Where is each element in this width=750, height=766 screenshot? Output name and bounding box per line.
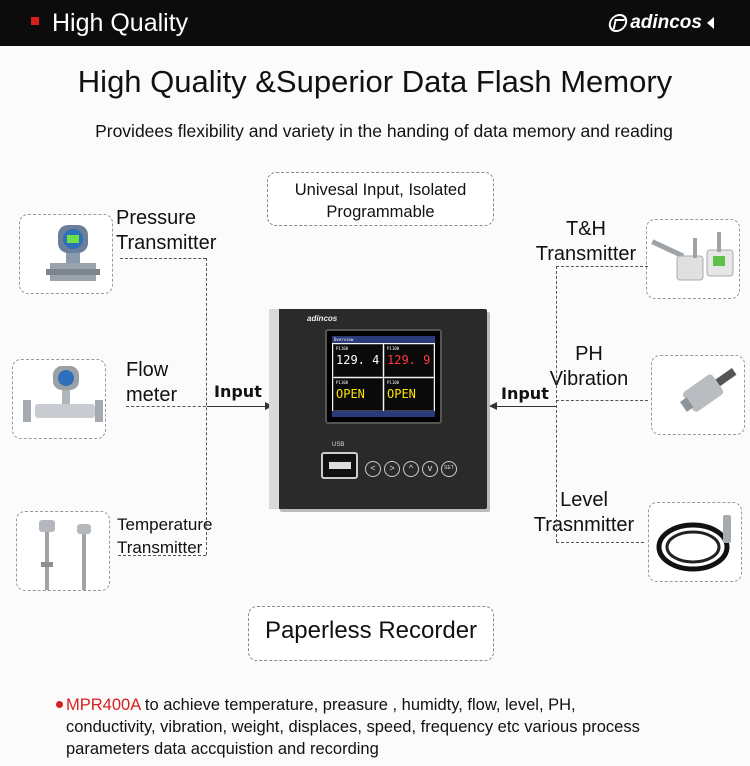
screen-tile: P1100 129. 9 <box>384 344 434 377</box>
connector-line <box>556 542 644 543</box>
level-transmitter-icon <box>656 515 731 572</box>
screen-status-bar: Overview <box>332 336 435 343</box>
label-line2: Transmitter <box>117 538 203 557</box>
label-line1: PH <box>575 343 603 365</box>
label-level-transmitter: Level Trasnmitter <box>522 488 646 538</box>
footer-description: MPR400A to achieve temperature, preasure… <box>56 694 746 760</box>
pressure-transmitter-photo <box>19 214 113 294</box>
label-temperature-transmitter: Temperature Transmitter <box>117 513 212 559</box>
red-bullet-icon <box>56 701 63 708</box>
down-key-button[interactable]: v <box>422 461 438 477</box>
label-line2: meter <box>126 384 178 406</box>
label-th-transmitter: T&H Transmitter <box>528 217 644 267</box>
connector-line <box>206 258 207 555</box>
tile-name: P1100 <box>387 346 400 351</box>
footer-line3: parameters data accquistion and recordin… <box>66 740 379 758</box>
header-title: High Quality <box>52 9 189 37</box>
screen-tile: P1100 OPEN <box>333 378 383 411</box>
device-screen-frame: Overview P1100 129. 4 P1100 129. 9 P1100… <box>325 329 442 424</box>
label-line2: Trasnmitter <box>533 514 635 536</box>
footer-line1-text: to achieve temperature, preasure , humid… <box>140 696 576 714</box>
page-headline: High Quality &Superior Data Flash Memory <box>77 64 673 99</box>
left-key-button[interactable]: < <box>365 461 381 477</box>
footer-line2: conductivity, vibration, weight, displac… <box>66 718 640 736</box>
temperature-transmitter-photo <box>16 511 110 591</box>
paperless-recorder-device: adincos Overview P1100 129. 4 P1100 129.… <box>269 309 487 509</box>
label-line1: Level <box>560 489 608 511</box>
red-bullet-icon <box>31 17 39 25</box>
device-screen: Overview P1100 129. 4 P1100 129. 9 P1100… <box>332 336 435 417</box>
flow-meter-photo <box>12 359 106 439</box>
usb-label: USB <box>332 442 345 448</box>
screen-tile: P1100 OPEN <box>384 378 434 411</box>
tile-value: 129. 4 <box>336 353 380 367</box>
set-key-button[interactable]: SET <box>441 461 457 477</box>
label-line2: Vibration <box>549 368 629 390</box>
arrow-right-icon <box>207 402 273 410</box>
label-flow-meter: Flow meter <box>126 358 177 408</box>
input-label-right: Input <box>501 384 549 403</box>
connector-line <box>556 266 557 542</box>
tile-value: 129. 9 <box>387 353 431 367</box>
screen-footer-bar <box>332 411 435 417</box>
connector-line <box>556 400 648 401</box>
tile-value: OPEN <box>336 387 365 401</box>
brand-name: adincos <box>630 12 702 33</box>
label-line2: Transmitter <box>535 243 637 265</box>
label-line1: T&H <box>566 218 606 240</box>
page-subheadline: Providees flexibility and variety in the… <box>95 121 673 141</box>
device-side <box>269 309 279 509</box>
header-bar: High Quality adincos <box>0 0 750 46</box>
ph-vibration-sensor-icon <box>679 368 737 412</box>
brand-tail-icon <box>707 17 714 29</box>
connector-line <box>126 406 206 407</box>
ph-vibration-photo <box>651 355 745 435</box>
th-transmitter-icon <box>651 232 734 281</box>
paperless-recorder-box: Paperless Recorder <box>248 606 494 661</box>
universal-input-line1: Univesal Input, Isolated <box>294 181 467 199</box>
label-pressure-transmitter: Pressure Transmitter <box>116 206 216 256</box>
up-key-button[interactable]: ^ <box>403 461 419 477</box>
brand-logo: adincos <box>607 12 714 34</box>
tile-name: P1100 <box>336 346 349 351</box>
brand-mark-icon <box>607 14 630 32</box>
connector-line <box>118 555 206 556</box>
label-line1: Temperature <box>117 515 213 534</box>
model-name: MPR400A <box>66 696 141 714</box>
label-line1: Flow <box>126 359 169 381</box>
tile-value: OPEN <box>387 387 416 401</box>
flow-meter-icon <box>23 366 103 422</box>
input-label-left: Input <box>214 382 262 401</box>
connector-line <box>120 258 206 259</box>
label-line2: Transmitter <box>116 232 217 254</box>
universal-input-box: Univesal Input, Isolated Programmable <box>267 172 494 226</box>
footer-line1: MPR400A to achieve temperature, preasure… <box>66 694 746 716</box>
temperature-transmitter-icon <box>39 520 91 590</box>
universal-input-line2: Programmable <box>326 203 435 221</box>
usb-port-icon <box>321 452 358 479</box>
device-brand: adincos <box>307 314 338 323</box>
tile-name: P1100 <box>387 380 400 385</box>
screen-tile: P1100 129. 4 <box>333 344 383 377</box>
connector-line <box>556 266 648 267</box>
label-line1: Pressure <box>116 207 197 229</box>
pressure-transmitter-icon <box>46 225 100 281</box>
label-ph-vibration: PH Vibration <box>540 342 638 392</box>
th-transmitter-photo <box>646 219 740 299</box>
tile-name: P1100 <box>336 380 349 385</box>
right-key-button[interactable]: > <box>384 461 400 477</box>
level-transmitter-photo <box>648 502 742 582</box>
arrow-left-icon <box>489 402 556 410</box>
